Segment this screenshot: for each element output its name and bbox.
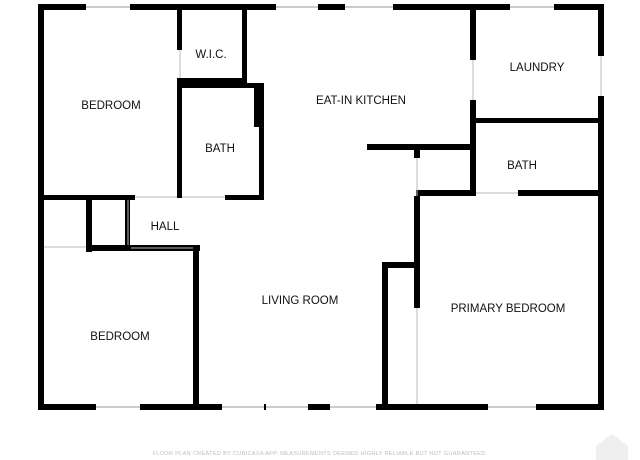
wall-bath-bottom [225, 195, 264, 200]
wall-bedroom-nw-right [177, 83, 182, 198]
label-bath-east: BATH [507, 160, 537, 172]
label-living: LIVING ROOM [262, 295, 339, 307]
wall-kitchen-counter [367, 144, 475, 150]
wall-right-upper [598, 4, 604, 56]
label-laundry: LAUNDRY [510, 62, 565, 74]
wall-primary-left [414, 196, 420, 308]
label-primary: PRIMARY BEDROOM [451, 303, 566, 315]
label-wic: W.I.C. [195, 49, 226, 61]
wall-laundry-bottom [470, 118, 604, 123]
wall-primary-closet-top [382, 262, 420, 268]
footer-disclaimer: FLOOR PLAN CREATED BY CUBICASA APP. MEAS… [153, 451, 488, 457]
wall-primary-closet-left [382, 262, 388, 404]
wall-bath-thick [254, 83, 264, 127]
wall-left [38, 4, 44, 410]
door-openings [44, 50, 602, 404]
wall-bath-east-bottom-right [518, 190, 604, 196]
wall-bedroom-sw-right [193, 245, 199, 404]
wall-bedroom-nw-bottom [44, 195, 135, 200]
wall-wic-left [177, 10, 182, 50]
cubicasa-logo [596, 434, 628, 460]
wall-bath-right [259, 83, 264, 200]
wall-closet-left [86, 200, 92, 252]
label-bath-center: BATH [205, 143, 235, 155]
house-logo-icon [596, 434, 628, 460]
wall-kitchen-post [414, 144, 420, 158]
wall-wic-right [242, 10, 247, 83]
label-hall: HALL [151, 221, 180, 233]
windows [86, 4, 554, 410]
room-labels: BEDROOM W.I.C. BATH EAT-IN KITCHEN LAUND… [81, 49, 565, 343]
wall-laundry-left [470, 10, 476, 60]
wall-bath-east-bottom-left [416, 190, 476, 196]
wall-laundry-left-lower [470, 100, 476, 195]
wall-right-lower [598, 96, 604, 410]
wall-top [38, 4, 604, 10]
wall-bottom [38, 404, 604, 410]
label-bedroom-sw: BEDROOM [90, 331, 149, 343]
wall-bath-top [182, 83, 264, 88]
wall-wic-bottom [177, 78, 247, 83]
label-bedroom-nw: BEDROOM [81, 100, 140, 112]
label-kitchen: EAT-IN KITCHEN [316, 95, 406, 107]
